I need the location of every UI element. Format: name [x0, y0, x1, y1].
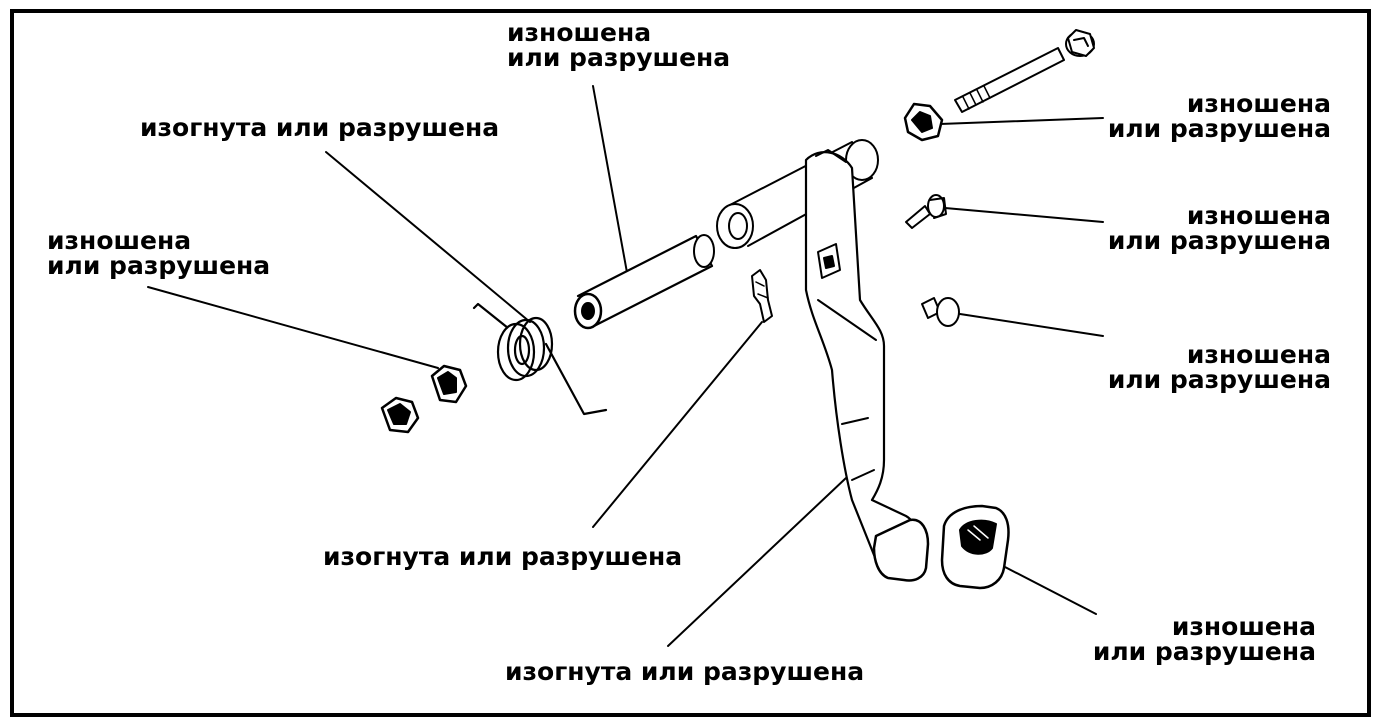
right-stopper — [921, 297, 960, 327]
label-pedal-pad-line2: или разрушена — [1092, 637, 1316, 666]
label-bushing-right: изношена или разрушена — [1108, 91, 1331, 141]
leader-pedal-pad — [1004, 566, 1097, 615]
retaining-clip — [751, 269, 773, 323]
right-small-bolt — [905, 194, 947, 229]
label-pin-line1: изношена — [507, 18, 652, 47]
label-bolt-right-line2: или разрушена — [1107, 226, 1331, 255]
label-pedal-arm: изогнута или разрушена — [505, 657, 865, 686]
leader-pin — [592, 85, 629, 279]
label-spring: изогнута или разрушена — [140, 113, 500, 142]
label-stopper-right: изношена или разрушена — [1108, 342, 1331, 392]
right-bushing — [903, 102, 944, 142]
pivot-pin — [573, 234, 715, 330]
label-bushing-right-line2: или разрушена — [1107, 114, 1331, 143]
leader-spring — [325, 151, 531, 323]
return-spring — [472, 302, 608, 416]
label-stopper-right-line2: или разрушена — [1107, 365, 1331, 394]
label-pin-line2: или разрушена — [507, 43, 731, 72]
leader-pedal-arm — [667, 477, 847, 647]
long-bolt — [954, 29, 1095, 113]
label-bushings-left-line1: изношена — [47, 226, 192, 255]
label-bolt-right: изношена или разрушена — [1108, 203, 1331, 253]
label-clip: изогнута или разрушена — [323, 542, 683, 571]
label-bolt-right-line1: изношена — [1186, 201, 1331, 230]
leader-clip — [592, 321, 763, 528]
diagram-frame — [10, 9, 1371, 717]
label-bushings-left: изношена или разрушена — [47, 228, 270, 278]
label-stopper-right-line1: изношена — [1186, 340, 1331, 369]
label-pin: изношена или разрушена — [507, 20, 730, 70]
pedal-assembly — [716, 139, 930, 582]
left-bushings — [380, 364, 468, 434]
leader-bushings-left — [147, 286, 439, 369]
label-pedal-pad-line1: изношена — [1171, 612, 1316, 641]
leader-stopper — [959, 313, 1104, 337]
label-bushing-right-line1: изношена — [1186, 89, 1331, 118]
label-bushings-left-line2: или разрушена — [47, 251, 271, 280]
leader-bolt — [944, 207, 1104, 223]
leader-bushing-right — [939, 117, 1104, 125]
label-pedal-pad: изношена или разрушена — [1093, 614, 1316, 664]
pedal-pad-separate — [940, 504, 1010, 590]
leader-lines — [147, 85, 1104, 647]
